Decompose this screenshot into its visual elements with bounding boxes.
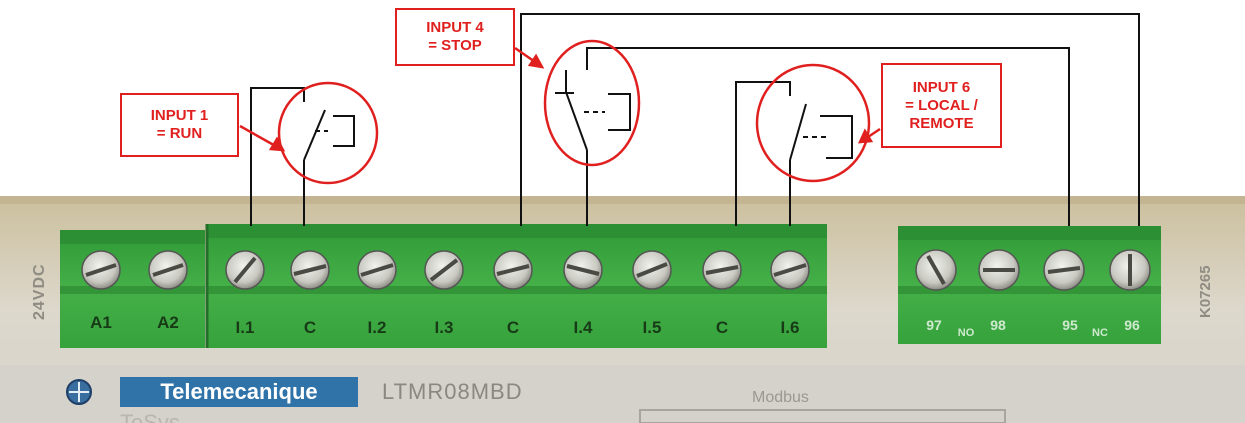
screw-terminal bbox=[563, 250, 603, 290]
screw-terminal bbox=[148, 250, 188, 290]
terminal-label-c: C bbox=[716, 318, 728, 337]
screw-terminal bbox=[1043, 249, 1085, 291]
screw-terminal bbox=[915, 249, 957, 291]
supply-voltage-label: 24VDC bbox=[31, 263, 48, 320]
screw-terminal bbox=[632, 250, 672, 290]
wire-i1 bbox=[250, 87, 305, 226]
terminal-label: A1 bbox=[90, 313, 112, 332]
terminal-block-supply bbox=[60, 230, 205, 348]
terminal-labels-supply: A1 A2 bbox=[90, 313, 179, 332]
terminal-label-nc: NC bbox=[1092, 327, 1108, 339]
screw-terminal bbox=[225, 250, 265, 290]
callout-input-6: INPUT 6 = LOCAL / REMOTE bbox=[881, 63, 1002, 148]
screw-terminal bbox=[424, 250, 464, 290]
screw-terminal bbox=[978, 249, 1020, 291]
terminal-labels-inputs: I.1 C I.2 I.3 C I.4 I.5 C I.6 bbox=[236, 318, 800, 337]
callout-input-4: INPUT 4 = STOP bbox=[395, 8, 515, 66]
terminal-label-no: NO bbox=[958, 327, 975, 339]
terminal-label-97: 97 bbox=[926, 317, 942, 333]
switch-actuator-4 bbox=[608, 93, 631, 131]
screw-terminal bbox=[357, 250, 397, 290]
screw-row-supply bbox=[81, 250, 188, 290]
callout-arrows bbox=[239, 46, 881, 152]
switch-contact-1 bbox=[303, 109, 326, 161]
modbus-port bbox=[639, 409, 1006, 423]
modbus-port-label: Modbus bbox=[752, 389, 809, 406]
terminal-label-i6: I.6 bbox=[781, 318, 800, 337]
module-side-code: K07265 bbox=[1197, 265, 1214, 318]
screw-row-inputs bbox=[225, 250, 810, 290]
terminal-labels-outputs: 97 NO 98 95 NC 96 bbox=[926, 317, 1140, 339]
callout-input-4-function: = STOP bbox=[428, 37, 482, 54]
terminal-label-c: C bbox=[304, 318, 316, 337]
callout-input-1-title: INPUT 1 bbox=[150, 107, 209, 124]
screw-terminal bbox=[81, 250, 121, 290]
terminal-label-i5: I.5 bbox=[643, 318, 662, 337]
screw-terminal bbox=[1109, 249, 1151, 291]
wire-c2 bbox=[520, 13, 1140, 226]
switch-contact-6 bbox=[789, 103, 807, 161]
terminal-label-i2: I.2 bbox=[368, 318, 387, 337]
wire-c3 bbox=[735, 81, 791, 226]
screw-terminal bbox=[702, 250, 742, 290]
terminal-label-96: 96 bbox=[1124, 317, 1140, 333]
screw-terminal bbox=[290, 250, 330, 290]
brand-name: Telemecanique bbox=[160, 379, 317, 404]
screw-row-outputs bbox=[915, 249, 1151, 291]
callout-input-1-function: = RUN bbox=[156, 125, 203, 142]
wiring bbox=[250, 13, 1140, 226]
footer-text-fragment: TeSys bbox=[120, 410, 180, 423]
callout-input-1: INPUT 1 = RUN bbox=[120, 93, 239, 157]
telemecanique-logo: Telemecanique bbox=[66, 377, 358, 407]
switch-actuator-1 bbox=[333, 115, 355, 147]
callout-input-6-function: = LOCAL / bbox=[905, 96, 978, 114]
terminal-label-95: 95 bbox=[1062, 317, 1078, 333]
callout-input-6-function-cont: REMOTE bbox=[909, 114, 974, 132]
terminal-label-98: 98 bbox=[990, 317, 1006, 333]
switch-contact-4 bbox=[565, 91, 588, 151]
terminal-label-c: C bbox=[507, 318, 519, 337]
callout-input-4-title: INPUT 4 bbox=[426, 19, 484, 36]
terminal-label-i1: I.1 bbox=[236, 318, 255, 337]
terminal-label-i4: I.4 bbox=[574, 318, 593, 337]
wire-stop-return bbox=[586, 47, 1070, 226]
switch-actuator-6 bbox=[820, 115, 853, 159]
terminal-label-i3: I.3 bbox=[435, 318, 454, 337]
callout-input-6-title: INPUT 6 bbox=[912, 78, 971, 96]
screw-terminal bbox=[770, 250, 810, 290]
screw-terminal bbox=[493, 250, 533, 290]
highlight-input4 bbox=[543, 39, 641, 167]
terminal-label: A2 bbox=[157, 313, 179, 332]
model-number: LTMR08MBD bbox=[382, 379, 523, 404]
highlight-input6 bbox=[755, 63, 871, 183]
highlight-input1 bbox=[277, 81, 379, 185]
highlight-circles bbox=[277, 39, 871, 185]
